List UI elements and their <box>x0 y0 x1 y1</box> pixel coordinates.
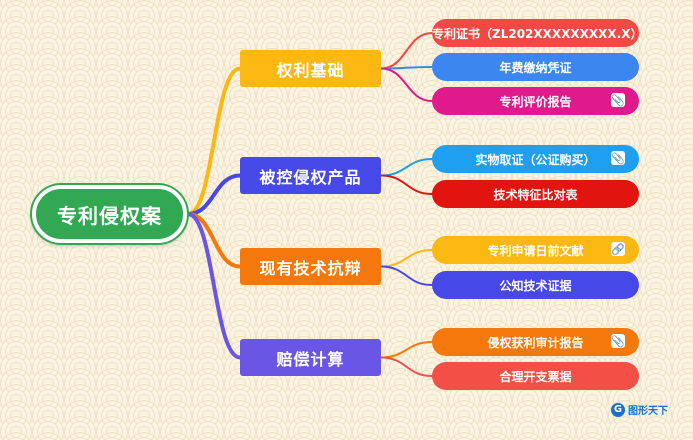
leaf-label: 公知技术证据 <box>499 278 572 293</box>
leaf-label: 专利申请日前文献 <box>487 243 584 258</box>
leaf-label: 年费缴纳凭证 <box>499 60 572 75</box>
leaf-node-common-knowledge-evidence[interactable]: 公知技术证据 <box>432 271 639 299</box>
branch-node-prior-art-defense[interactable]: 现有技术抗辩 <box>240 248 381 285</box>
leaf-label: 合理开支票据 <box>499 369 572 384</box>
branch-node-damages[interactable]: 赔偿计算 <box>240 339 381 376</box>
paperclip-icon[interactable]: 📎 <box>611 334 625 348</box>
link-icon[interactable]: 🔗 <box>611 242 625 256</box>
watermark-logo: G 图形天下 <box>611 402 668 417</box>
logo-text: 图形天下 <box>628 406 668 417</box>
leaf-node-pre-filing-documents[interactable]: 专利申请日前文献 🔗 <box>432 236 639 264</box>
leaf-node-patent-certificate[interactable]: 专利证书（ZL202XXXXXXXXX.X） <box>432 19 643 47</box>
paperclip-icon[interactable]: 📎 <box>611 93 625 107</box>
root-branch-connector <box>186 212 242 360</box>
root-node[interactable]: 专利侵权案 <box>32 185 187 243</box>
branch-node-accused-product[interactable]: 被控侵权产品 <box>240 157 381 194</box>
leaf-label: 专利评价报告 <box>499 94 572 109</box>
paperclip-icon[interactable]: 📎 <box>611 151 625 165</box>
leaf-label: 实物取证（公证购买） <box>475 152 596 167</box>
logo-mark-icon: G <box>611 402 625 417</box>
leaf-node-feature-comparison-table[interactable]: 技术特征比对表 <box>432 180 639 208</box>
branch-leaf-connector <box>380 32 433 70</box>
leaf-node-expense-receipts[interactable]: 合理开支票据 <box>432 362 639 390</box>
leaf-node-physical-evidence[interactable]: 实物取证（公证购买） 📎 <box>432 145 639 173</box>
branch-leaf-connector <box>380 265 433 286</box>
leaf-node-annual-fee-receipt[interactable]: 年费缴纳凭证 <box>432 53 639 81</box>
branch-leaf-connector <box>380 249 433 268</box>
branch-leaf-connector <box>380 341 433 359</box>
leaf-node-patent-evaluation-report[interactable]: 专利评价报告 📎 <box>432 87 639 115</box>
leaf-label: 侵权获利审计报告 <box>487 335 584 350</box>
leaf-label: 专利证书（ZL202XXXXXXXXX.X） <box>432 26 643 41</box>
leaf-node-profit-audit-report[interactable]: 侵权获利审计报告 📎 <box>432 328 639 356</box>
branch-node-rights-basis[interactable]: 权利基础 <box>240 50 381 87</box>
root-branch-connector <box>186 173 242 216</box>
branch-leaf-connector <box>380 174 433 195</box>
branch-leaf-connector <box>380 356 433 377</box>
root-branch-connector <box>186 66 242 216</box>
leaf-label: 技术特征比对表 <box>493 187 578 202</box>
branch-leaf-connector <box>380 158 433 177</box>
branch-leaf-connector <box>380 67 433 102</box>
